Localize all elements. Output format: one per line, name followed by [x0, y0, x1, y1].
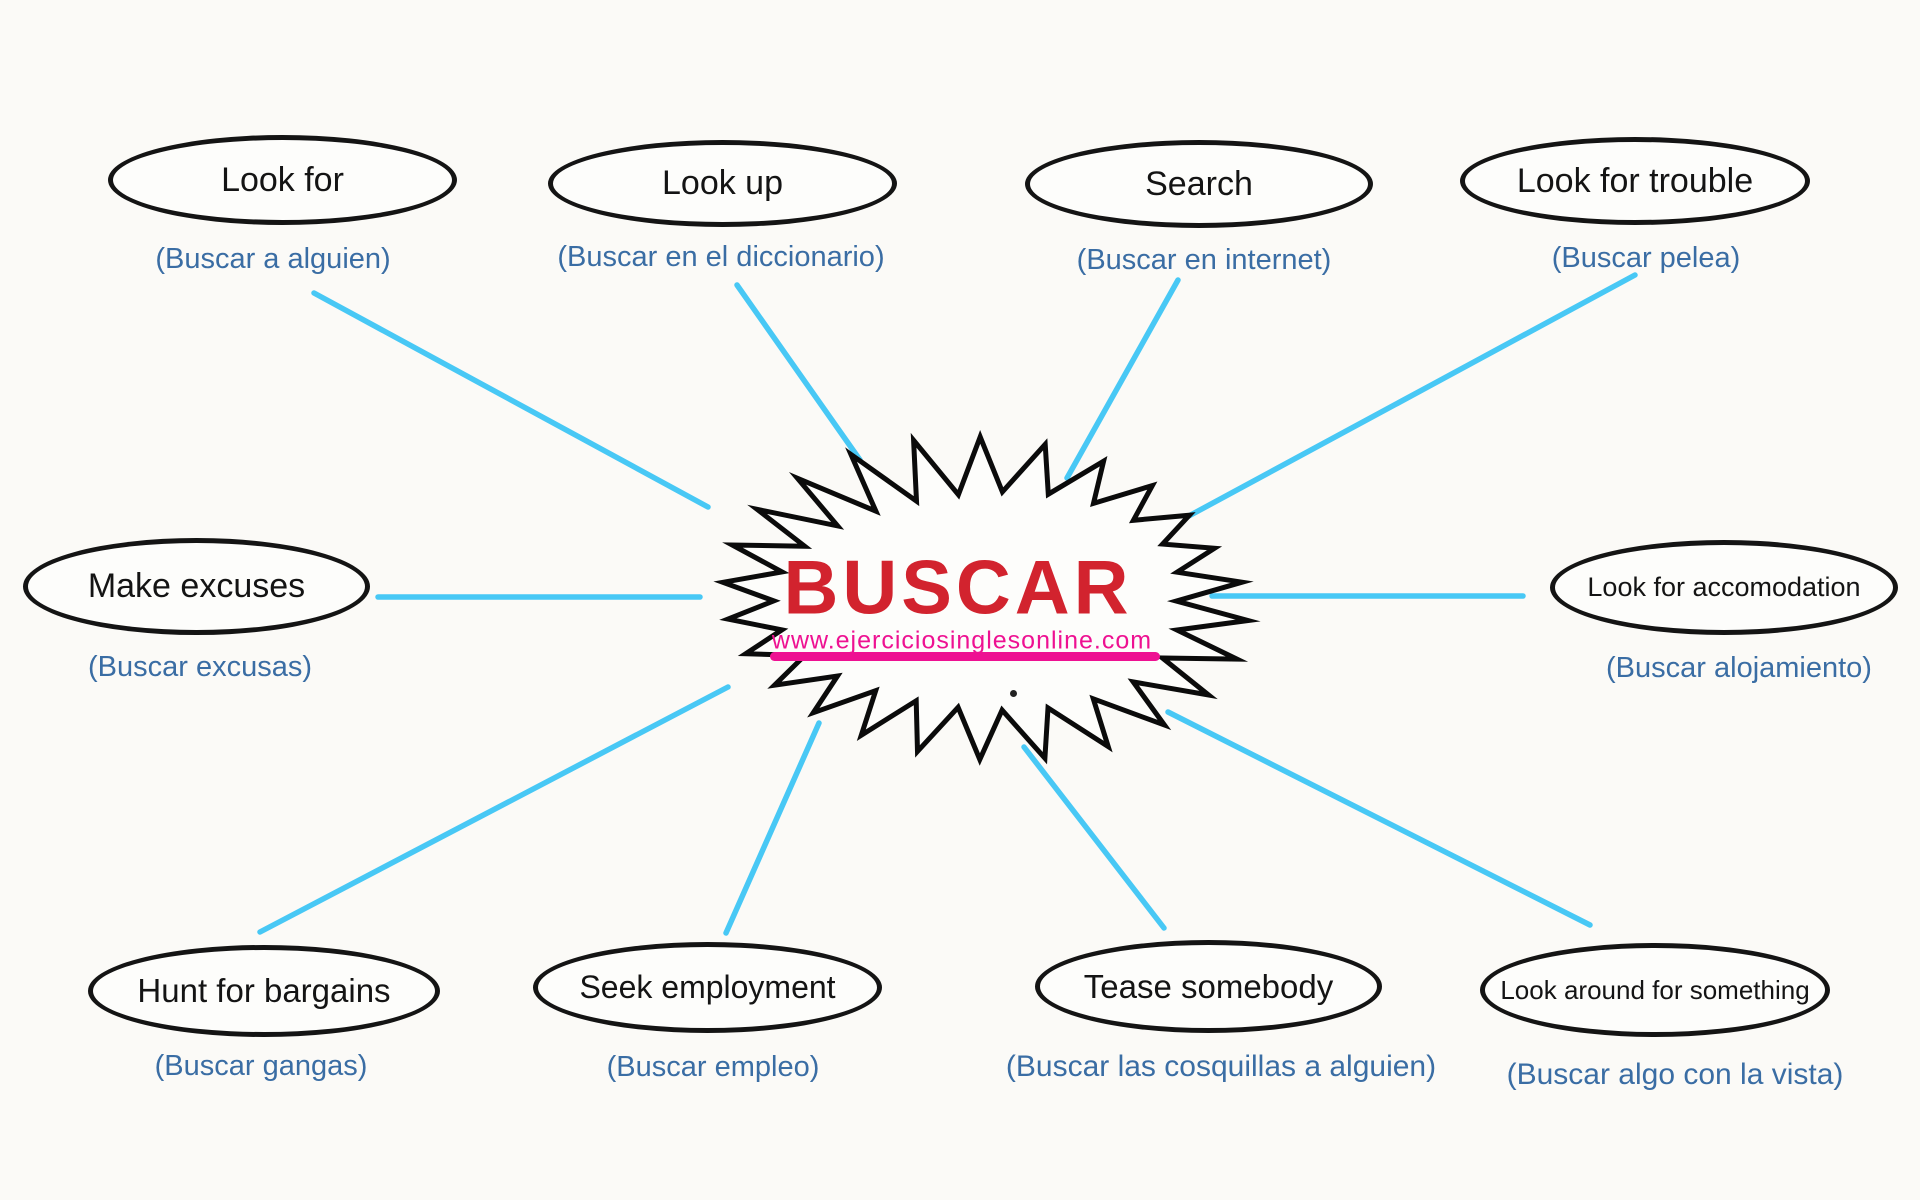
node-ellipse: Make excuses	[23, 538, 370, 635]
node-label: Look around for something	[1500, 974, 1810, 1005]
node-ellipse: Tease somebody	[1035, 940, 1382, 1033]
node-translation: (Buscar alojamiento)	[1606, 652, 1872, 684]
ink-dot	[1010, 690, 1017, 697]
node-label: Seek employment	[579, 969, 836, 1005]
connector-line	[311, 290, 711, 510]
node-ellipse: Seek employment	[533, 942, 882, 1033]
node-label: Hunt for bargains	[137, 972, 391, 1009]
website-url: www.ejerciciosinglesonline.com	[771, 626, 1153, 655]
node-translation: (Buscar excusas)	[87, 651, 313, 683]
node-ellipse: Look for trouble	[1460, 137, 1810, 225]
node-translation: (Buscar pelea)	[1551, 242, 1741, 274]
node-ellipse: Look for	[108, 135, 457, 225]
node-translation: (Buscar algo con la vista)	[1506, 1058, 1844, 1091]
node-label: Make excuses	[87, 567, 306, 605]
node-ellipse: Look for accomodation	[1550, 540, 1898, 635]
node-translation: (Buscar empleo)	[606, 1051, 820, 1083]
center-title: BUSCAR	[783, 545, 1133, 631]
node-translation: (Buscar a alguien)	[155, 243, 391, 275]
node-ellipse: Hunt for bargains	[88, 945, 440, 1037]
connector-line	[1184, 272, 1638, 520]
connector-line	[734, 282, 863, 463]
connector-line	[723, 720, 822, 936]
connector-line	[1064, 277, 1181, 481]
node-label: Look for accomodation	[1587, 572, 1861, 602]
node-label: Tease somebody	[1083, 967, 1334, 1005]
connector-line	[1021, 744, 1167, 931]
node-ellipse: Look around for something	[1480, 943, 1830, 1037]
connector-line	[1165, 709, 1593, 928]
node-label: Look for trouble	[1516, 161, 1754, 200]
starburst-shape	[713, 430, 1261, 766]
url-underline	[770, 652, 1160, 661]
connector-line	[257, 684, 731, 935]
node-label: Look up	[662, 164, 783, 202]
node-ellipse: Look up	[548, 140, 897, 227]
node-translation: (Buscar en el diccionario)	[557, 241, 885, 273]
node-label: Look for	[221, 160, 344, 199]
node-label: Search	[1145, 164, 1253, 203]
node-translation: (Buscar en internet)	[1076, 244, 1332, 276]
node-translation: (Buscar las cosquillas a alguien)	[1005, 1050, 1437, 1083]
node-ellipse: Search	[1025, 140, 1373, 228]
node-translation: (Buscar gangas)	[154, 1050, 368, 1082]
